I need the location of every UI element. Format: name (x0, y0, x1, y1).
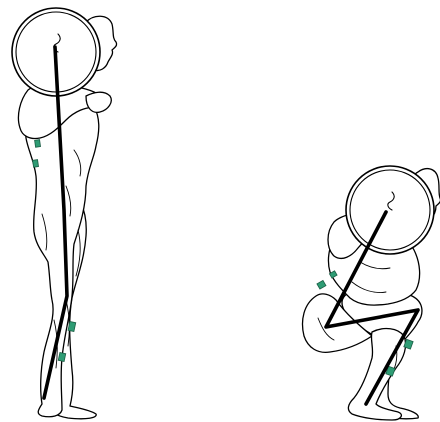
marker-squat-hip-1 (317, 280, 326, 289)
squat-barbell-plate (346, 166, 434, 254)
marker-standing-ankle (58, 352, 66, 361)
marker-standing-hip-2 (33, 160, 39, 168)
squatting-lifter (303, 166, 440, 420)
marker-standing-knee (68, 321, 76, 331)
marker-standing-hip-1 (35, 140, 41, 148)
standing-forearm (86, 92, 111, 112)
